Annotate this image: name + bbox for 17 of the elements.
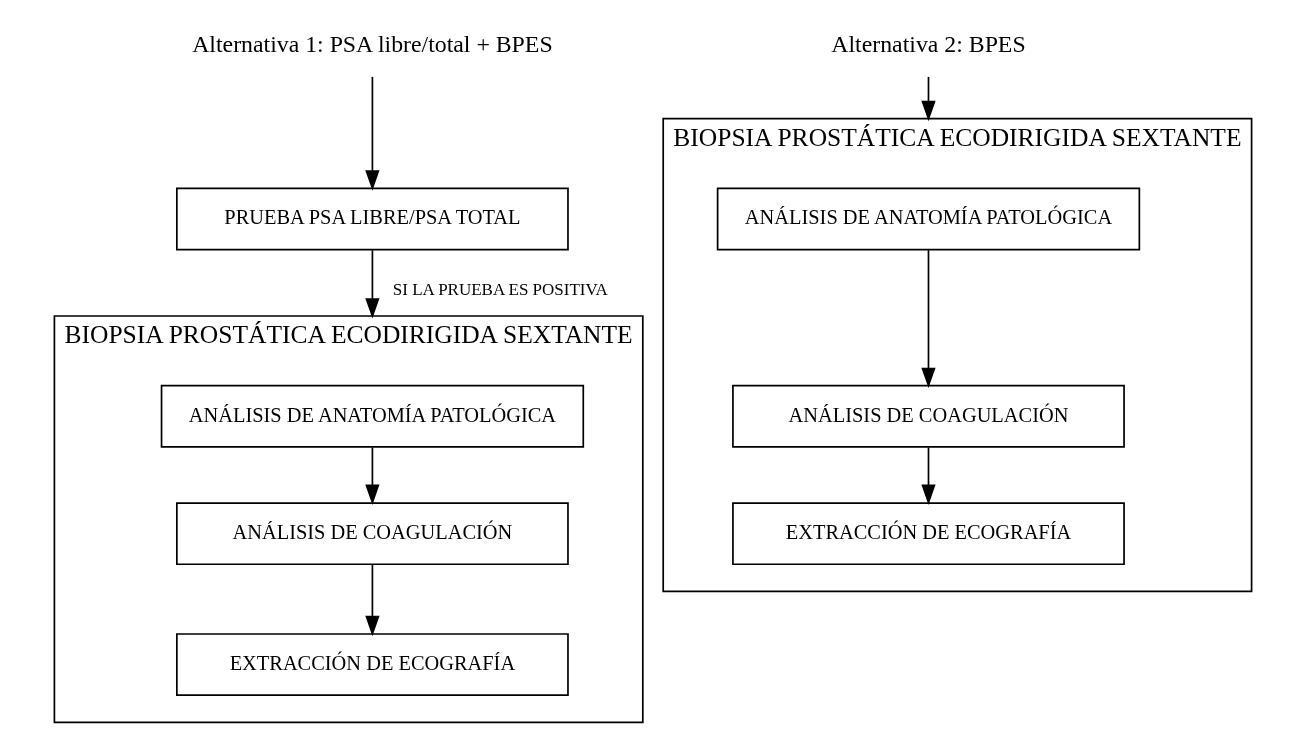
arrow xyxy=(364,563,380,637)
arrow xyxy=(364,76,380,191)
arrow xyxy=(364,446,380,505)
node-text: Alternativa 1: PSA libre/total + BPES xyxy=(191,30,553,57)
node-box: ANÁLISIS DE ANATOMÍA PATOLÓGICA xyxy=(160,384,584,448)
node-box: EXTRACCIÓN DE ECOGRAFÍA xyxy=(731,502,1125,566)
arrow xyxy=(920,446,936,505)
arrow xyxy=(920,249,936,389)
node-text: Alternativa 2: BPES xyxy=(830,30,1026,57)
node-box: ANÁLISIS DE ANATOMÍA PATOLÓGICA xyxy=(716,187,1140,251)
node-box: ANÁLISIS DE COAGULACIÓN xyxy=(731,384,1125,448)
node-box: ANÁLISIS DE COAGULACIÓN xyxy=(175,502,569,566)
edge-label: SI LA PRUEBA ES POSITIVA xyxy=(392,279,608,299)
node-box: PRUEBA PSA LIBRE/PSA TOTAL xyxy=(175,187,569,251)
arrow xyxy=(920,76,936,122)
arrow xyxy=(364,249,380,319)
node-box: EXTRACCIÓN DE ECOGRAFÍA xyxy=(175,633,569,697)
